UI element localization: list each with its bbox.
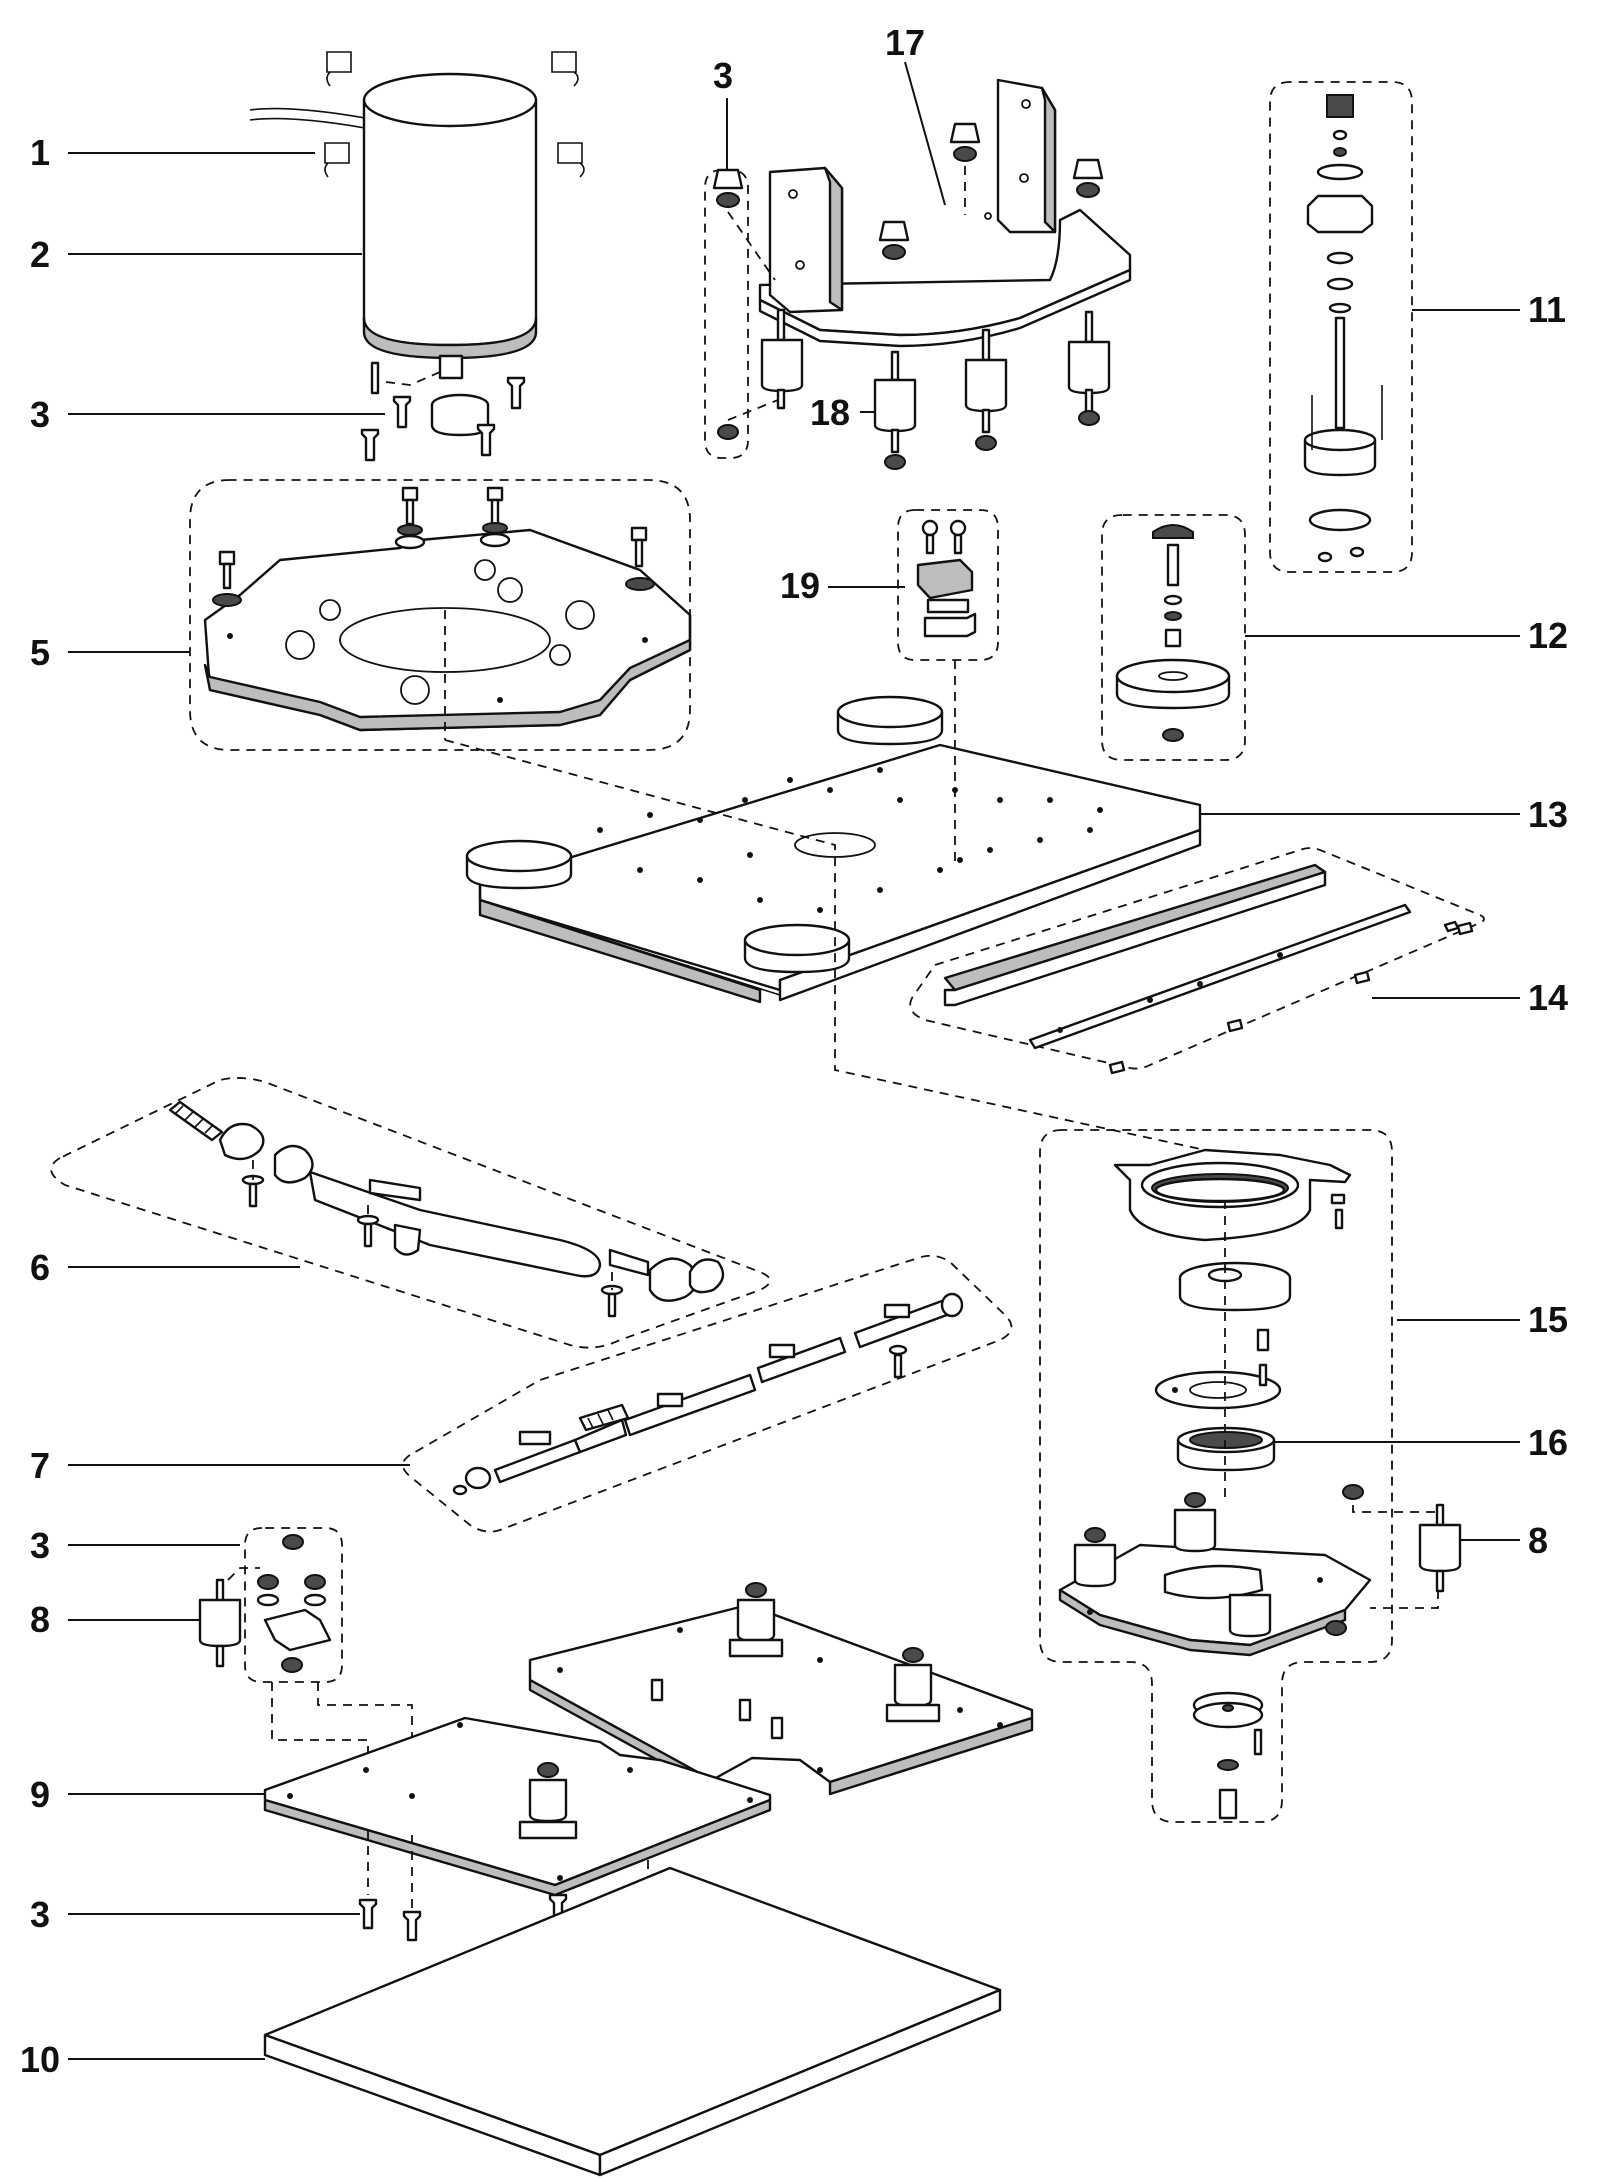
- callout-3-motor: 3: [30, 394, 50, 435]
- mount-lower-board: [518, 1762, 578, 1840]
- frame-nut-2: [878, 220, 910, 260]
- callout-17: 17: [885, 22, 925, 63]
- wire-clip-2: [551, 51, 579, 87]
- callout-8-right: 8: [1528, 1520, 1548, 1561]
- rubber-mount-right: [1418, 1503, 1462, 1593]
- callout-16: 16: [1528, 1422, 1568, 1463]
- switch-assembly: [897, 509, 999, 661]
- callout-10: 10: [20, 2039, 60, 2080]
- callout-5: 5: [30, 632, 50, 673]
- bearing: [1176, 1426, 1276, 1472]
- leveling-foot-top: [836, 695, 944, 746]
- coupling: [430, 393, 490, 437]
- motor: [362, 72, 538, 380]
- callout-13: 13: [1528, 794, 1568, 835]
- frame-nut-3: [949, 122, 981, 162]
- adjuster-assembly: [1269, 81, 1413, 573]
- vibration-mount-2: [873, 350, 917, 470]
- leveling-foot-front: [743, 923, 851, 974]
- wooden-base-board: [263, 1866, 1002, 2177]
- vibration-mount-4: [1067, 310, 1111, 426]
- callout-2: 2: [30, 234, 50, 275]
- callout-11: 11: [1528, 289, 1566, 330]
- plate-bolt-4: [625, 526, 655, 591]
- mounting-frame: [704, 78, 1132, 470]
- callout-6: 6: [30, 1247, 50, 1288]
- rubber-mount-left: [198, 1578, 242, 1668]
- plate-bolt-1: [212, 550, 242, 607]
- mount-upper-board-1: [728, 1582, 784, 1658]
- wire-clip-4: [557, 142, 585, 178]
- callout-3-frame: 3: [713, 55, 733, 96]
- base-board-assembly: [263, 1582, 1034, 1942]
- linkage-assembly: [50, 1077, 771, 1349]
- foot-assembly: [1101, 514, 1246, 761]
- plate-bolt-2: [394, 486, 426, 550]
- callout-15: 15: [1528, 1299, 1568, 1340]
- plate-bolt-3: [479, 486, 511, 548]
- bottom-disc: [1192, 1691, 1264, 1729]
- callout-8-left: 8: [30, 1599, 50, 1640]
- leveling-foot-left: [465, 839, 573, 890]
- rotor: [1178, 1261, 1292, 1312]
- callout-14: 14: [1528, 977, 1568, 1018]
- callout-3-bottom: 3: [30, 1894, 50, 1935]
- callout-19: 19: [780, 565, 820, 606]
- motor-assembly: [249, 51, 585, 462]
- main-base-plate: [444, 660, 1206, 1151]
- callout-1: 1: [30, 132, 50, 173]
- left-mount-parts: [198, 1527, 413, 1798]
- top-bowl: [1113, 1148, 1352, 1242]
- callout-12: 12: [1528, 615, 1568, 656]
- guide-rail-assembly: [909, 847, 1485, 1075]
- callout-9: 9: [30, 1774, 50, 1815]
- drive-base-plate: [1058, 1492, 1372, 1657]
- callout-7: 7: [30, 1445, 50, 1486]
- callout-18: 18: [810, 392, 850, 433]
- shaft-assembly: [402, 1254, 1013, 1533]
- mount-upper-board-2: [885, 1647, 941, 1723]
- drive-assembly: [1039, 1129, 1462, 1823]
- callout-labels: 1 2 3 5 6 7 3 8 9 3 10 3 17 18 19 11 12 …: [20, 22, 1568, 2080]
- frame-nut-1: [712, 168, 744, 208]
- frame-nut-4: [1072, 158, 1104, 198]
- vibration-mount-3: [964, 328, 1008, 451]
- wire-clip-1: [326, 51, 352, 87]
- vibration-mount-1: [760, 308, 804, 410]
- wire-clip-3: [324, 142, 350, 178]
- motor-mount-plate: [189, 479, 692, 751]
- callout-3-left: 3: [30, 1525, 50, 1566]
